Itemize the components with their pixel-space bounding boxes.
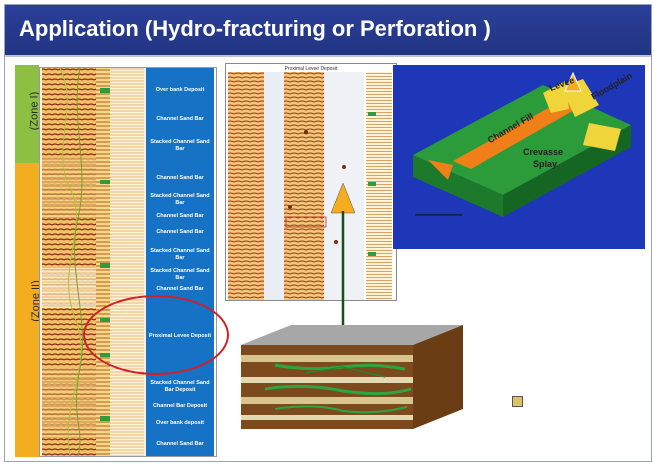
well-log-panel: Over bank Deposit Channel Sand Bar Stack… [39,67,217,457]
facies-box: Channel Sand Bar [146,282,214,296]
svg-text:━━━━━━━━━━━━━: ━━━━━━━━━━━━━ [414,213,462,219]
log-curves [42,68,144,456]
label-crevasse: Crevasse [523,147,564,157]
facies-box: Stacked Channel Sand Bar Deposit [146,376,214,398]
facies-box: Channel Sand Bar [146,432,214,456]
title-bar: Application (Hydro-fracturing or Perfora… [5,5,651,55]
facies-box: Over bank Deposit [146,68,214,112]
facies-box: Channel Sand Bar [146,210,214,222]
zone-1-band [15,65,39,163]
detail-log-title: Proximal Levee Deposit [284,66,338,72]
facies-box: Stacked Channel Sand Bar [146,268,214,282]
depositional-block-diagram: ━━━━━━━━━━━━━ Channel Fill Levee Floodpl… [393,65,645,249]
facies-box: Channel Sand Bar [146,112,214,126]
facies-box: Over bank deposit [146,414,214,432]
zone-2-band [15,163,39,457]
facies-box: Channel Sand Bar [146,222,214,242]
facies-box: Stacked Channel Sand Bar [146,126,214,166]
facies-box: Channel Sand Bar [146,166,214,190]
facies-box: Stacked Channel Sand Bar [146,190,214,210]
bullet-icon [512,396,523,407]
label-splay: Splay [533,159,558,169]
detail-log-panel: Proximal Levee Deposit [225,63,397,301]
slide: Application (Hydro-fracturing or Perfora… [4,4,652,462]
facies-box: Channel Bar Deposit [146,398,214,414]
arrow-head-icon [330,182,356,214]
reservoir-diagram [241,182,463,429]
block-diagram-art: ━━━━━━━━━━━━━ [413,71,631,219]
title-divider [5,55,651,57]
zone-column: (Zone I) (Zone II) [15,65,42,457]
facies-box: Stacked Channel Sand Bar [146,242,214,268]
slide-title: Application (Hydro-fracturing or Perfora… [19,16,491,41]
highlight-ring [83,295,229,375]
